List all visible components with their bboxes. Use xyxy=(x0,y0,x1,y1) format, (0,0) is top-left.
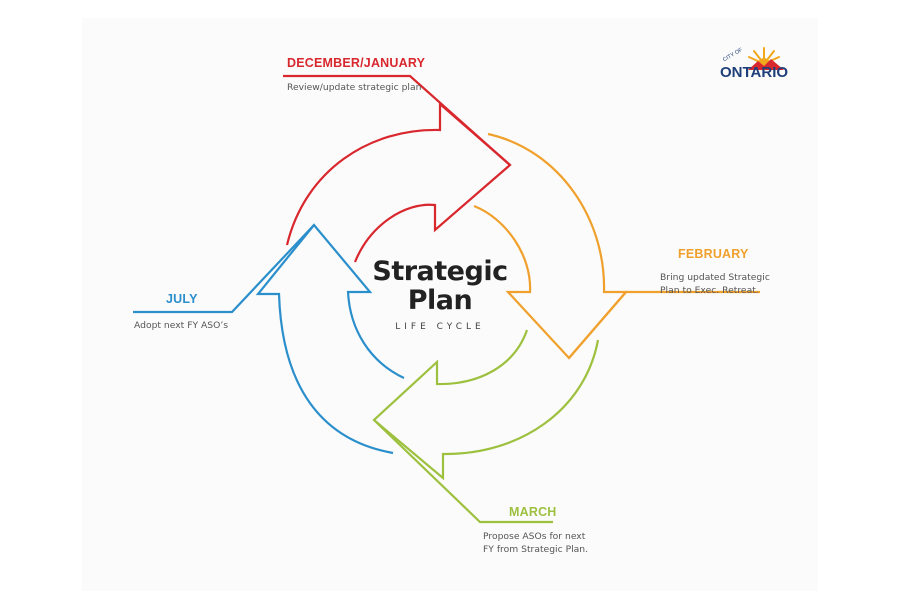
arrow-december-january xyxy=(285,101,512,263)
stage-heading-december-january: DECEMBER/JANUARY xyxy=(287,56,426,70)
stage-heading-march: MARCH xyxy=(509,505,557,519)
leader-december-january xyxy=(283,74,511,166)
stage-description-march-line1: Propose ASOs for next xyxy=(483,531,586,542)
arrow-march xyxy=(372,329,600,481)
city-of-ontario-logo: CITY OF ONTARIO xyxy=(716,44,792,88)
stage-description-december-january: Review/update strategic plan xyxy=(287,82,422,93)
stage-description-march-line2: FY from Strategic Plan. xyxy=(483,544,589,555)
center-subtitle: LIFE CYCLE xyxy=(395,322,485,332)
leader-july xyxy=(133,224,315,314)
stage-description-july: Adopt next FY ASO’s xyxy=(134,320,229,331)
logo-name-text: ONTARIO xyxy=(720,64,789,81)
stage-description-february-line2: Plan to Exec. Retreat. xyxy=(660,285,759,296)
leader-february xyxy=(568,290,760,359)
stage-heading-july: JULY xyxy=(166,292,198,306)
arrow-july xyxy=(255,223,405,455)
stage-description-february-line1: Bring updated Strategic xyxy=(660,272,770,283)
leader-march xyxy=(373,419,553,524)
stage-heading-february: FEBRUARY xyxy=(678,247,749,261)
arrow-february xyxy=(473,132,629,360)
sun-mountain-icon xyxy=(748,47,784,70)
